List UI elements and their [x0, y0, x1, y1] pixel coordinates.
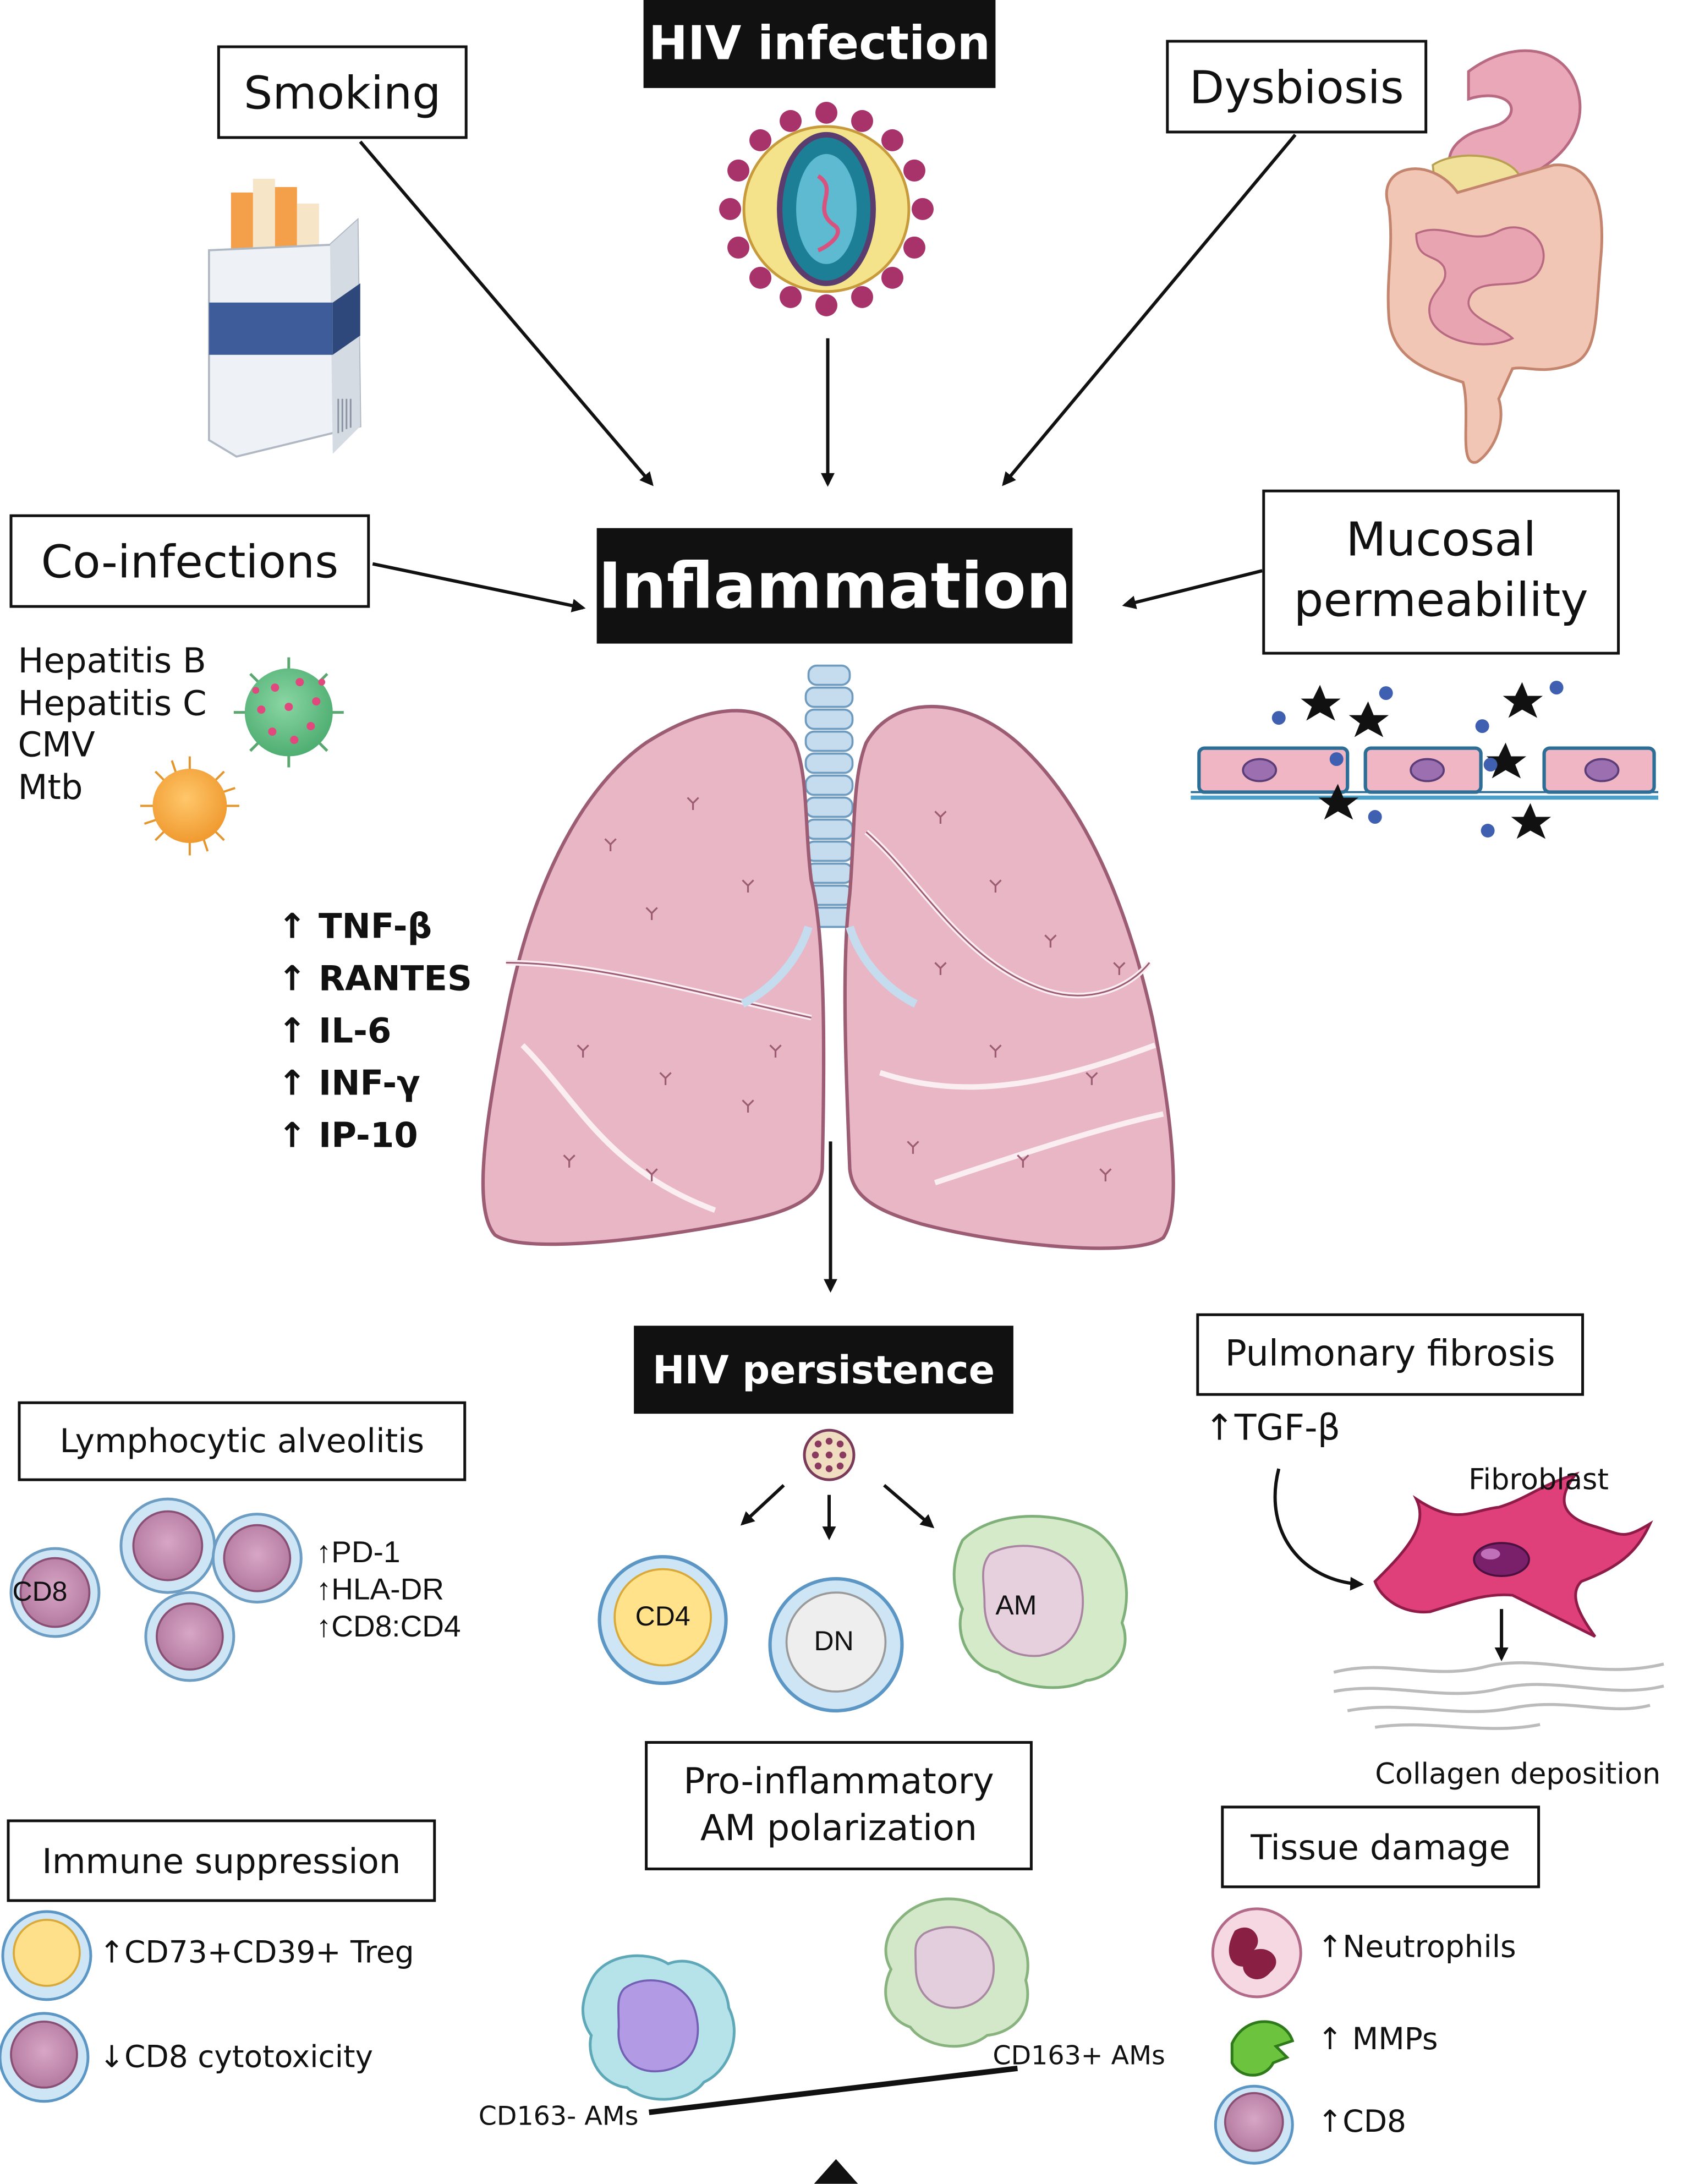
pulmonary-fibrosis-box: Pulmonary fibrosis — [1196, 1313, 1585, 1396]
immune-suppression-box: Immune suppression — [7, 1819, 436, 1902]
inflammation-box: Inflammation — [596, 528, 1073, 644]
tgf-beta-label: ↑TGF-β — [1204, 1408, 1341, 1450]
immune-suppression-cells — [0, 1910, 92, 2103]
lymphocytic-alveolitis-label: Lymphocytic alveolitis — [59, 1422, 425, 1461]
hiv-infection-box: HIV infection — [643, 0, 996, 88]
mucosal-permeability-box: Mucosal permeability — [1262, 489, 1620, 655]
cd4-cell-label: CD4 — [635, 1602, 690, 1633]
collagen-fibers-illustration — [1333, 1661, 1664, 1730]
mucosal-label: Mucosal — [1346, 513, 1537, 569]
cd163-minus-label: CD163- AMs — [478, 2101, 639, 2132]
dysbiosis-label: Dysbiosis — [1189, 59, 1404, 114]
treg-label: ↑CD73+CD39+ Treg — [98, 1936, 414, 1971]
cytokine-item: ↑ RANTES — [277, 958, 473, 999]
arrows-to-inflammation — [359, 133, 1509, 1662]
collagen-deposition-label: Collagen deposition — [1375, 1757, 1661, 1791]
cigarette-pack-illustration — [208, 178, 361, 458]
cytokine-item: ↑ IL-6 — [277, 1010, 392, 1051]
mucosal-epithelium-illustration — [1191, 681, 1659, 839]
cytokine-item: ↑ IP-10 — [277, 1115, 418, 1156]
smoking-label: Smoking — [244, 65, 441, 119]
am-polarization-box: Pro-inflammatory AM polarization — [645, 1740, 1033, 1870]
co-infections-box: Co-infections — [9, 514, 370, 608]
alveolitis-marker: ↑HLA-DR — [316, 1572, 445, 1606]
co-infection-list: Hepatitis B Hepatitis C CMV Mtb — [18, 641, 206, 809]
co-infection-item: Hepatitis C — [18, 682, 207, 723]
cytokine-list: ↑ TNF-β ↑ RANTES ↑ IL-6 ↑ INF-γ ↑ IP-10 — [278, 901, 472, 1162]
persistence-cells — [597, 1515, 1128, 1713]
digestive-system-illustration — [1385, 49, 1603, 464]
tissue-damage-box: Tissue damage — [1221, 1805, 1541, 1889]
co-infection-item: Hepatitis B — [18, 641, 206, 681]
neutrophils-label: ↑Neutrophils — [1317, 1930, 1516, 1966]
am-polarization-line1: Pro-inflammatory — [683, 1761, 994, 1803]
alveolitis-marker-list: ↑PD-1 ↑HLA-DR ↑CD8:CD4 — [316, 1535, 461, 1645]
co-infection-item: Mtb — [18, 767, 83, 807]
hiv-persistence-label: HIV persistence — [652, 1346, 995, 1393]
fibroblast-label: Fibroblast — [1468, 1463, 1609, 1497]
lymphocytic-alveolitis-box: Lymphocytic alveolitis — [18, 1401, 467, 1481]
hiv-persistence-box: HIV persistence — [634, 1326, 1013, 1414]
cytokine-item: ↑ TNF-β — [277, 906, 432, 946]
pulmonary-fibrosis-label: Pulmonary fibrosis — [1225, 1334, 1555, 1376]
smoking-box: Smoking — [217, 45, 468, 139]
am-polarization-line2: AM polarization — [700, 1808, 978, 1850]
cd8-cells-cluster — [9, 1497, 303, 1682]
tissue-cd8-label: ↑CD8 — [1317, 2105, 1407, 2140]
hepatitis-virus-illustration — [233, 657, 344, 768]
hiv-infection-label: HIV infection — [648, 16, 991, 72]
fibroblast-illustration — [1373, 1471, 1653, 1638]
am-polarization-illustration — [581, 1897, 1029, 2184]
am-cell-label: AM — [995, 1591, 1037, 1622]
cd163-plus-label: CD163+ AMs — [993, 2040, 1165, 2071]
inflammation-label: Inflammation — [598, 549, 1071, 623]
tissue-damage-label: Tissue damage — [1251, 1827, 1511, 1867]
immune-suppression-label: Immune suppression — [42, 1841, 401, 1881]
mtb-bacterium-illustration — [140, 756, 239, 856]
hiv-virus-illustration — [719, 101, 934, 316]
co-infections-label: Co-infections — [41, 534, 339, 588]
dn-cell-label: DN — [814, 1627, 854, 1657]
alveolitis-marker: ↑CD8:CD4 — [316, 1608, 461, 1643]
co-infection-item: CMV — [18, 725, 95, 765]
cytokine-item: ↑ INF-γ — [277, 1063, 420, 1103]
dysbiosis-box: Dysbiosis — [1166, 40, 1428, 134]
tissue-damage-icons — [1211, 1907, 1302, 2165]
lungs-illustration — [481, 664, 1175, 1250]
cd8-cell-label: CD8 — [12, 1577, 68, 1608]
hiv-virion-small-icon — [803, 1428, 856, 1481]
cd8-cytotoxicity-label: ↓CD8 cytotoxicity — [98, 2040, 374, 2076]
permeability-label: permeability — [1293, 573, 1588, 629]
alveolitis-marker: ↑PD-1 — [316, 1535, 401, 1569]
mmps-label: ↑ MMPs — [1317, 2023, 1438, 2057]
